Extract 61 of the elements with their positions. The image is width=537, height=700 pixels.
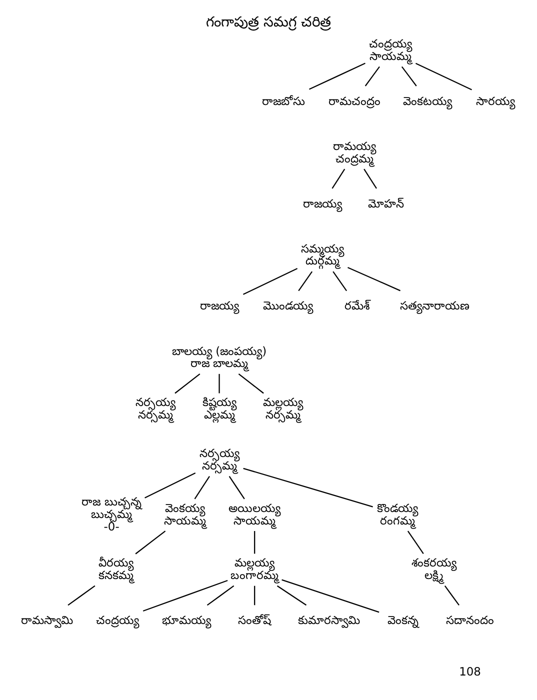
connector xyxy=(332,271,348,292)
connector xyxy=(348,266,400,292)
connector xyxy=(298,271,313,292)
connector xyxy=(276,585,307,606)
node-text: చంద్రయ్య సాయమ్మ xyxy=(369,36,412,63)
connector xyxy=(364,66,380,86)
connector xyxy=(144,472,196,498)
connector xyxy=(254,531,256,554)
connector xyxy=(444,586,460,606)
node-text: రామయ్య చంద్రమ్మ xyxy=(332,138,376,166)
node-text: వెంకటయ్య xyxy=(403,94,452,108)
connector xyxy=(401,66,417,86)
connector xyxy=(243,468,373,508)
connector xyxy=(407,530,424,554)
connector xyxy=(218,374,220,394)
connector xyxy=(174,373,200,394)
node-text: వెంకన్న xyxy=(387,613,418,628)
node-text: బాలయ్య (జంపయ్య) రాజ బాలమ్మ xyxy=(172,344,267,370)
node-text: భూమయ్య xyxy=(162,613,212,628)
connector xyxy=(228,476,245,500)
node-text: సంతోష్ xyxy=(238,613,272,628)
node-text: రాజబోసు xyxy=(262,94,306,108)
node-text: సదానందం xyxy=(446,613,494,628)
connector xyxy=(238,373,264,394)
connector xyxy=(309,62,366,90)
connector xyxy=(364,168,377,189)
connector xyxy=(135,530,166,554)
node-text: సమ్మయ్య దుర్గమ్మ xyxy=(301,241,344,268)
connector xyxy=(282,579,380,613)
diagram-title: గంగాపుత్ర సమగ్ర చరిత్ర xyxy=(206,14,331,31)
connector xyxy=(142,580,228,612)
label: 108 xyxy=(459,664,481,678)
node-text: మొండయ్య xyxy=(263,298,314,313)
node-text: రమేశ్ xyxy=(344,298,370,313)
connector xyxy=(206,585,234,606)
connector xyxy=(242,268,298,295)
node-text: కుమారస్వామి xyxy=(298,613,360,628)
connector xyxy=(254,586,256,606)
node-text: వీరయ్య కనకమ్మ xyxy=(98,556,134,582)
node-text: నర్సయ్య నర్సమ్మ xyxy=(136,394,176,422)
node-text: మల్లయ్య బంగారమ్మ xyxy=(230,556,279,582)
node-text: సత్యనారాయణ xyxy=(400,298,470,313)
node-text: నర్సయ్య నర్సమ్మ xyxy=(199,446,240,473)
node-text: మోహన్ xyxy=(368,196,404,210)
node-text: రామస్వామి xyxy=(21,613,74,628)
connector xyxy=(415,62,472,90)
node-text: చంద్రయ్య xyxy=(96,613,140,628)
connector xyxy=(194,476,210,500)
node-text: మల్లయ్య నర్సమ్మ xyxy=(262,394,303,422)
node-text: రాజ బుచ్చన్న బుచ్చమ్మ -0- xyxy=(82,494,142,534)
node-text: కిష్టయ్య ఎల్లమ్మ xyxy=(202,394,236,422)
node-text: శంకరయ్య లక్ష్మి xyxy=(411,556,456,582)
node-text: సారయ్య xyxy=(476,94,516,108)
node-text: రామచంద్రం xyxy=(328,94,380,108)
node-text: వెంకయ్య సాయమ్మ xyxy=(164,500,206,528)
node-text: కొండయ్య రంగమ్మ xyxy=(377,500,418,528)
node-text: రాజయ్య xyxy=(200,298,239,313)
node-text: రాజయ్య xyxy=(303,196,342,210)
connector xyxy=(68,585,96,606)
node-text: అయిలయ్య సాయమ్మ xyxy=(228,500,281,528)
connector xyxy=(332,168,346,189)
